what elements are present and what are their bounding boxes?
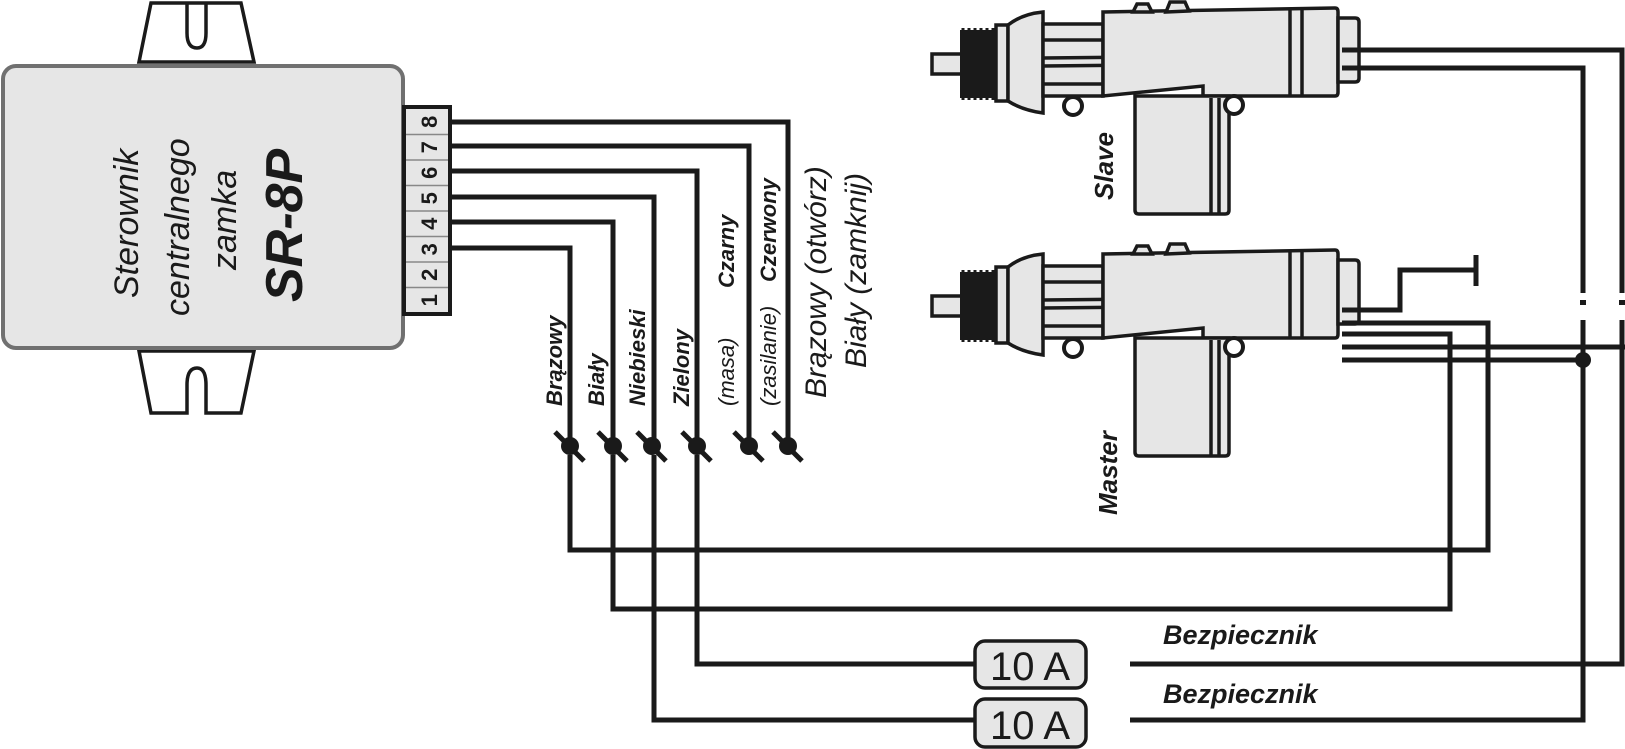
fuse-2-rating: 10 A [990,704,1070,748]
connector-pin-7: 7 [417,141,442,153]
module-title-line1: Sterownik [108,147,146,298]
wire-pin8 [450,119,791,440]
slave-wire-2-lower [1130,320,1586,723]
wire-label-bialy: Biały [584,352,609,406]
connector-pin-3: 3 [417,243,442,255]
fuse-2: 10 A [973,697,1088,749]
fuse1-wire-in [694,455,975,667]
module-mount-bottom [136,349,257,415]
wire-cut-marker [596,430,629,463]
wire-cut-marker [732,430,765,463]
connector-pin-8: 8 [417,116,442,128]
slave-wire-1 [1342,47,1625,293]
master-wire-a [567,320,1491,553]
legend-close: Biały (zamknij) [840,173,873,368]
master-actuator [930,242,1361,458]
wire-cut-marker [771,430,804,463]
wire-label-czarny: Czarny [714,213,739,288]
wire-pin7 [450,143,752,440]
wire-break-marks [1580,300,1625,305]
connector-pin-1: 1 [417,294,442,306]
module-title-line3: zamka [206,170,244,271]
fuse-1-label: Bezpiecznik [1163,620,1320,650]
connector-pin-6: 6 [417,167,442,179]
connector-pin-4: 4 [417,217,442,230]
slave-actuator [930,0,1361,216]
wire-label-masa: (masa) [714,338,739,406]
slave-wire-2 [1342,65,1586,293]
connector-strip: 8 7 6 5 4 3 2 1 [402,105,452,316]
slave-label: Slave [1089,132,1119,200]
wire-pin4 [450,219,616,447]
legend-open: Brązowy (otwórz) [800,166,833,398]
connector-pin-2: 2 [417,269,442,281]
slave-wire-1-lower [1130,320,1625,667]
connector-pin-5: 5 [417,192,442,204]
wire-label-czerwony: Czerwony [756,176,781,282]
wire-pin5 [450,194,657,447]
wire-label-brazowy: Brązowy [542,314,567,406]
module-title-line2: centralnego [159,138,197,316]
master-label: Master [1093,429,1123,515]
wire-label-zielony: Zielony [669,327,694,407]
wire-label-niebieski: Niebieski [625,309,650,406]
master-ground-wire [1342,255,1479,313]
wire-pin3 [450,245,573,447]
wire-cut-marker [553,430,586,463]
module-mount-top [136,1,257,64]
fuse2-wire-in [651,455,975,723]
wire-cut-marker [680,430,713,463]
controller-module: Sterownik centralnego zamka SR-8P [1,64,405,350]
fuse-1: 10 A [973,639,1088,690]
master-wire-b [610,331,1453,612]
fuse-2-label: Bezpiecznik [1163,679,1320,709]
wire-pin6 [450,168,700,447]
junction-dot [1575,352,1591,368]
wire-cut-marker [635,430,668,463]
fuse-1-rating: 10 A [990,645,1070,689]
module-model: SR-8P [256,149,314,302]
wire-label-zasilanie: (zasilanie) [756,306,781,406]
